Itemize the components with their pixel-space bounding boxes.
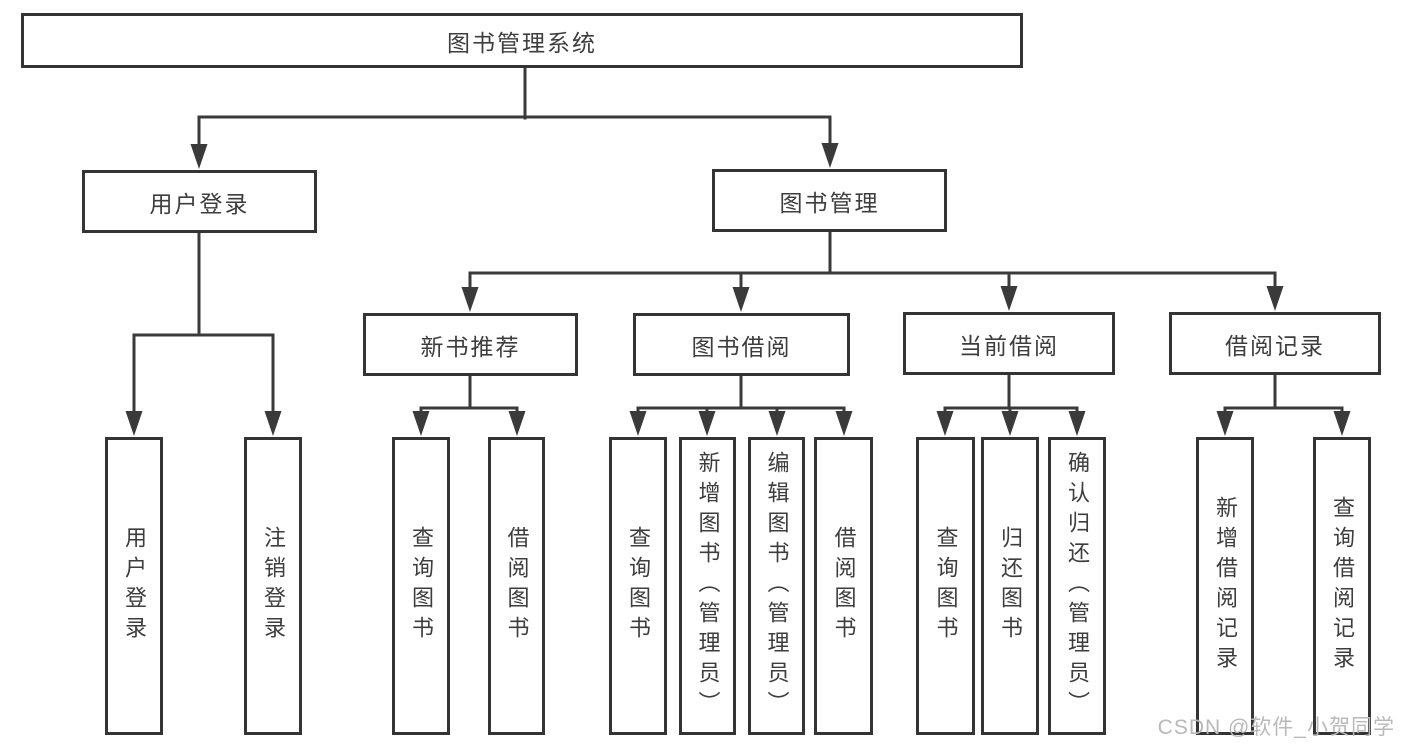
- leaf-records-query-borrow-record-label: 查询借阅记录: [1330, 496, 1355, 676]
- csdn-watermark: CSDN @软件_小贺同学: [1157, 716, 1395, 739]
- node-borrow-records: 借阅记录: [1169, 312, 1381, 375]
- node-book-borrowing: 图书借阅: [633, 313, 850, 376]
- leaf-borrowing-borrow-books-label: 借阅图书: [831, 526, 857, 646]
- leaf-user-login-label: 用户登录: [122, 526, 147, 646]
- leaf-newbooks-query-books-label: 查询图书: [409, 526, 434, 646]
- node-new-book-recommend-label: 新书推荐: [420, 333, 521, 360]
- leaf-borrowing-borrow-books: 借阅图书: [814, 437, 873, 735]
- node-current-borrowing-label: 当前借阅: [959, 332, 1059, 359]
- leaf-current-return-books-label: 归还图书: [998, 526, 1023, 646]
- leaf-borrowing-edit-books-admin-label: 编辑图书（管理员）: [764, 451, 790, 721]
- leaf-current-confirm-return-admin-label: 确认归还（管理员）: [1065, 451, 1090, 721]
- leaf-records-query-borrow-record: 查询借阅记录: [1313, 437, 1371, 735]
- leaf-user-login: 用户登录: [105, 437, 163, 735]
- node-user-login-label: 用户登录: [149, 190, 250, 217]
- leaf-current-return-books: 归还图书: [981, 437, 1039, 735]
- node-current-borrowing: 当前借阅: [903, 312, 1115, 375]
- leaf-newbooks-borrow-books: 借阅图书: [488, 437, 545, 735]
- node-root-system: 图书管理系统: [21, 13, 1023, 68]
- leaf-newbooks-borrow-books-label: 借阅图书: [504, 526, 530, 646]
- leaf-current-query-books-label: 查询图书: [933, 526, 959, 646]
- leaf-borrowing-add-books-admin: 新增图书（管理员）: [679, 437, 736, 735]
- leaf-borrowing-query-books-label: 查询图书: [626, 526, 651, 646]
- leaf-logout: 注销登录: [244, 437, 302, 735]
- leaf-borrowing-query-books: 查询图书: [609, 437, 667, 735]
- leaf-borrowing-add-books-admin-label: 新增图书（管理员）: [695, 451, 721, 721]
- node-root-label: 图书管理系统: [447, 29, 597, 56]
- leaf-newbooks-query-books: 查询图书: [392, 437, 450, 735]
- leaf-records-add-borrow-record: 新增借阅记录: [1196, 437, 1254, 735]
- leaf-current-query-books: 查询图书: [916, 437, 975, 735]
- leaf-borrowing-edit-books-admin: 编辑图书（管理员）: [748, 437, 805, 735]
- node-borrow-records-label: 借阅记录: [1225, 332, 1325, 359]
- node-book-borrowing-label: 图书借阅: [691, 333, 792, 360]
- leaf-records-add-borrow-record-label: 新增借阅记录: [1213, 496, 1238, 676]
- leaf-current-confirm-return-admin: 确认归还（管理员）: [1048, 437, 1106, 735]
- node-new-book-recommend: 新书推荐: [363, 313, 578, 376]
- node-book-management-label: 图书管理: [779, 189, 880, 216]
- node-book-management: 图书管理: [712, 169, 947, 232]
- node-user-login: 用户登录: [82, 170, 317, 233]
- leaf-logout-label: 注销登录: [261, 526, 286, 646]
